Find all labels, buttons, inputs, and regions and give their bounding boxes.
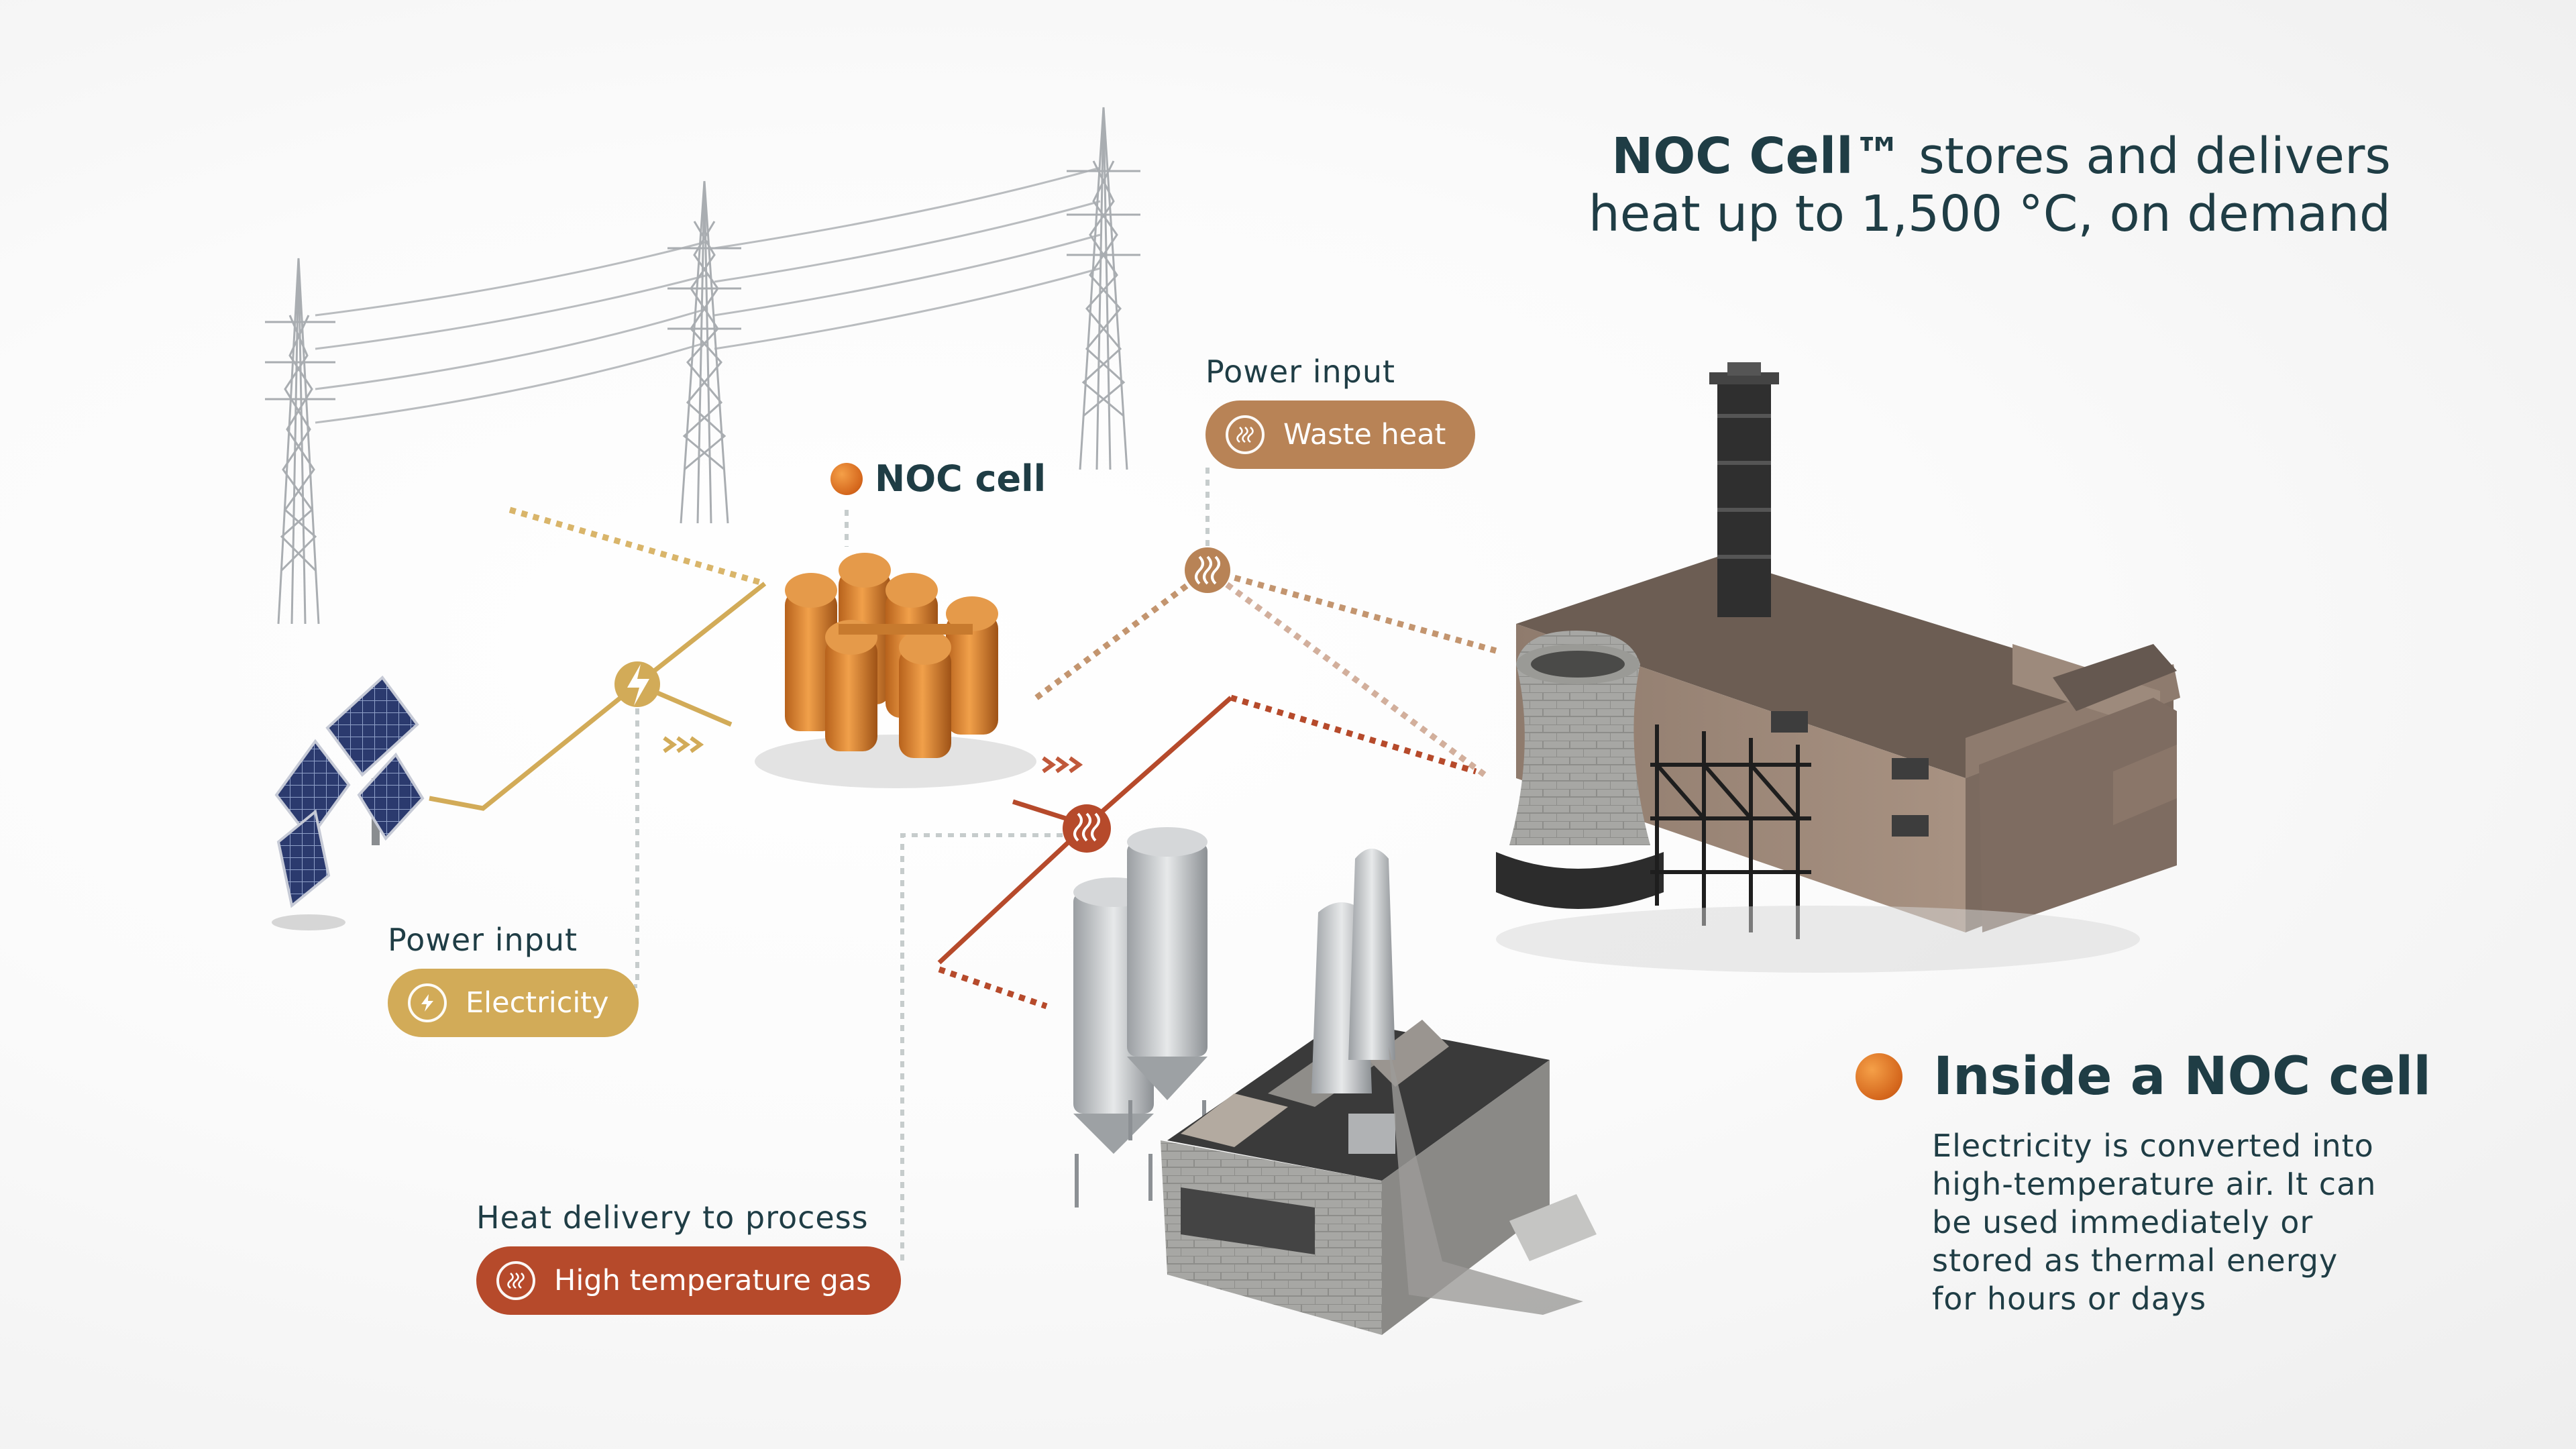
headline: NOC Cell™ stores and delivers heat up to…	[1589, 127, 2391, 243]
flow-arrows-icon	[663, 736, 1083, 773]
waste-heat-label: Waste heat	[1283, 418, 1446, 451]
pylon-1-icon	[265, 258, 335, 625]
gas-label: High temperature gas	[554, 1264, 871, 1297]
orange-dot-icon	[1856, 1053, 1902, 1100]
waste-heat-caption: Power input	[1205, 354, 1396, 390]
waste-heat-pill: Waste heat	[1205, 400, 1476, 469]
noc-cell-text: NOC cell	[875, 458, 1046, 500]
headline-line-1: NOC Cell™ stores and delivers	[1589, 127, 2391, 185]
inside-title-text: Inside a NOC cell	[1933, 1046, 2431, 1107]
heat-waves-icon	[1226, 415, 1265, 454]
pylon-2-icon	[667, 180, 741, 524]
electricity-label: Electricity	[466, 986, 609, 1020]
inside-line: be used immediately or	[1932, 1204, 2314, 1240]
lightning-bolt-icon	[408, 983, 447, 1022]
inside-line: stored as thermal energy	[1932, 1242, 2339, 1279]
power-lines	[315, 166, 1101, 424]
inside-line: high-temperature air. It can	[1932, 1166, 2377, 1202]
pylon-3-icon	[1067, 107, 1140, 470]
headline-line-2: heat up to 1,500 °C, on demand	[1588, 185, 2391, 243]
solar-panels-icon	[272, 676, 425, 930]
electricity-pill: Electricity	[388, 969, 639, 1037]
headline-bold: NOC Cell™	[1611, 127, 1903, 185]
inside-description: Electricity is converted into high-tempe…	[1932, 1127, 2442, 1318]
heat-waves-icon	[496, 1261, 535, 1300]
inside-title: Inside a NOC cell	[1856, 1046, 2431, 1107]
noc-cell-label: NOC cell	[830, 458, 1046, 500]
noc-cell-tanks-icon	[755, 553, 1036, 788]
electricity-caption: Power input	[388, 922, 578, 958]
silos-icon	[1073, 827, 1208, 1208]
industrial-plant-icon	[1496, 362, 2180, 973]
headline-rest: stores and delivers	[1902, 127, 2391, 185]
process-building-icon	[1161, 849, 1597, 1335]
inside-line: for hours or days	[1932, 1281, 2207, 1317]
electricity-junction-icon	[614, 661, 660, 707]
orange-dot-icon	[830, 462, 863, 495]
gas-junction-icon	[1063, 804, 1111, 853]
gas-pill: High temperature gas	[476, 1246, 901, 1315]
inside-line: Electricity is converted into	[1932, 1128, 2374, 1164]
waste-heat-junction-icon	[1185, 547, 1230, 593]
gas-caption: Heat delivery to process	[476, 1199, 869, 1236]
